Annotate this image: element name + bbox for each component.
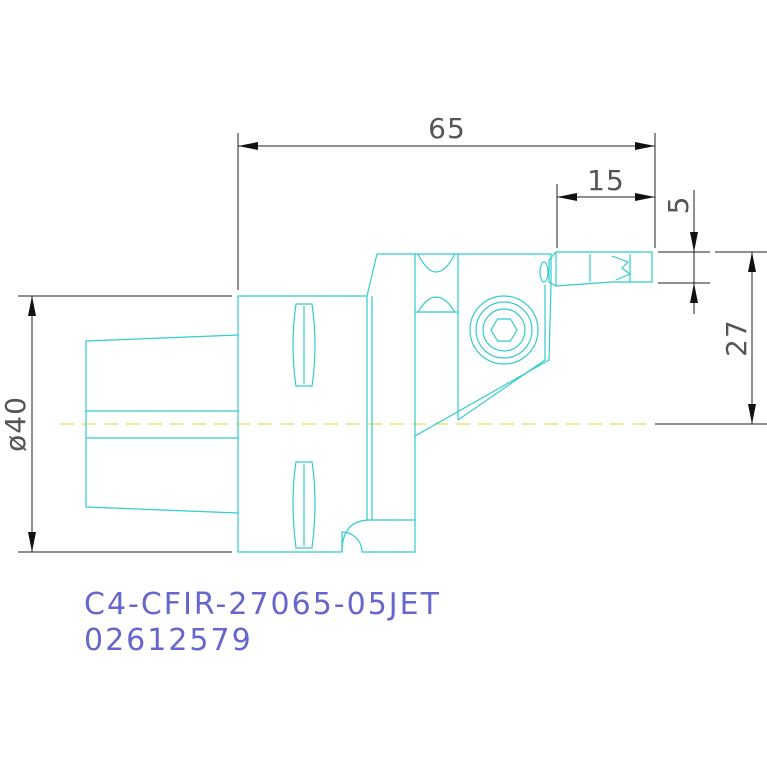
dim-15-arrow-right <box>635 193 655 201</box>
dim-65-arrow-left <box>238 142 258 150</box>
dim-27-label: 27 <box>720 319 753 357</box>
coolant-slot-upper <box>292 303 316 387</box>
dim-65-label: 65 <box>428 112 466 145</box>
coolant-slot-lower <box>292 461 316 549</box>
part-code: C4-CFIR-27065-05JET <box>84 587 441 622</box>
insert-edge-detail <box>611 255 632 281</box>
shank-taper <box>85 334 239 514</box>
dim-27-arrow-bottom <box>748 404 756 424</box>
dim-5-arrow-bottom <box>690 283 698 303</box>
dimension-annotations: 65 15 5 27 ø40 <box>0 112 767 553</box>
part-number: 02612579 <box>84 623 253 658</box>
dim-15-arrow-left <box>557 193 577 201</box>
dim-40-label: ø40 <box>0 396 32 452</box>
dim-40-arrow-bottom <box>28 532 36 552</box>
dim-27-arrow-top <box>748 252 756 272</box>
body-fillet <box>341 519 371 553</box>
body-block <box>237 295 416 553</box>
insert-body <box>548 251 653 287</box>
tool-holder-outline <box>85 251 653 553</box>
insert-clamp-ellipse <box>539 261 549 283</box>
head-slot-mid <box>417 296 456 313</box>
head-outline <box>366 253 552 520</box>
screw-inner-circle <box>482 308 526 352</box>
head-slot-top <box>417 253 456 273</box>
dim-5-arrow-top <box>690 232 698 252</box>
hex-socket-icon <box>490 318 518 342</box>
dim-5-label: 5 <box>662 196 695 215</box>
screw-outer-circle <box>469 295 539 365</box>
dim-65-arrow-right <box>635 142 655 150</box>
head-slope-inner <box>457 285 546 421</box>
dim-15-label: 15 <box>587 164 625 197</box>
screw-mid-circle <box>475 301 533 359</box>
dim-40-arrow-top <box>28 296 36 316</box>
